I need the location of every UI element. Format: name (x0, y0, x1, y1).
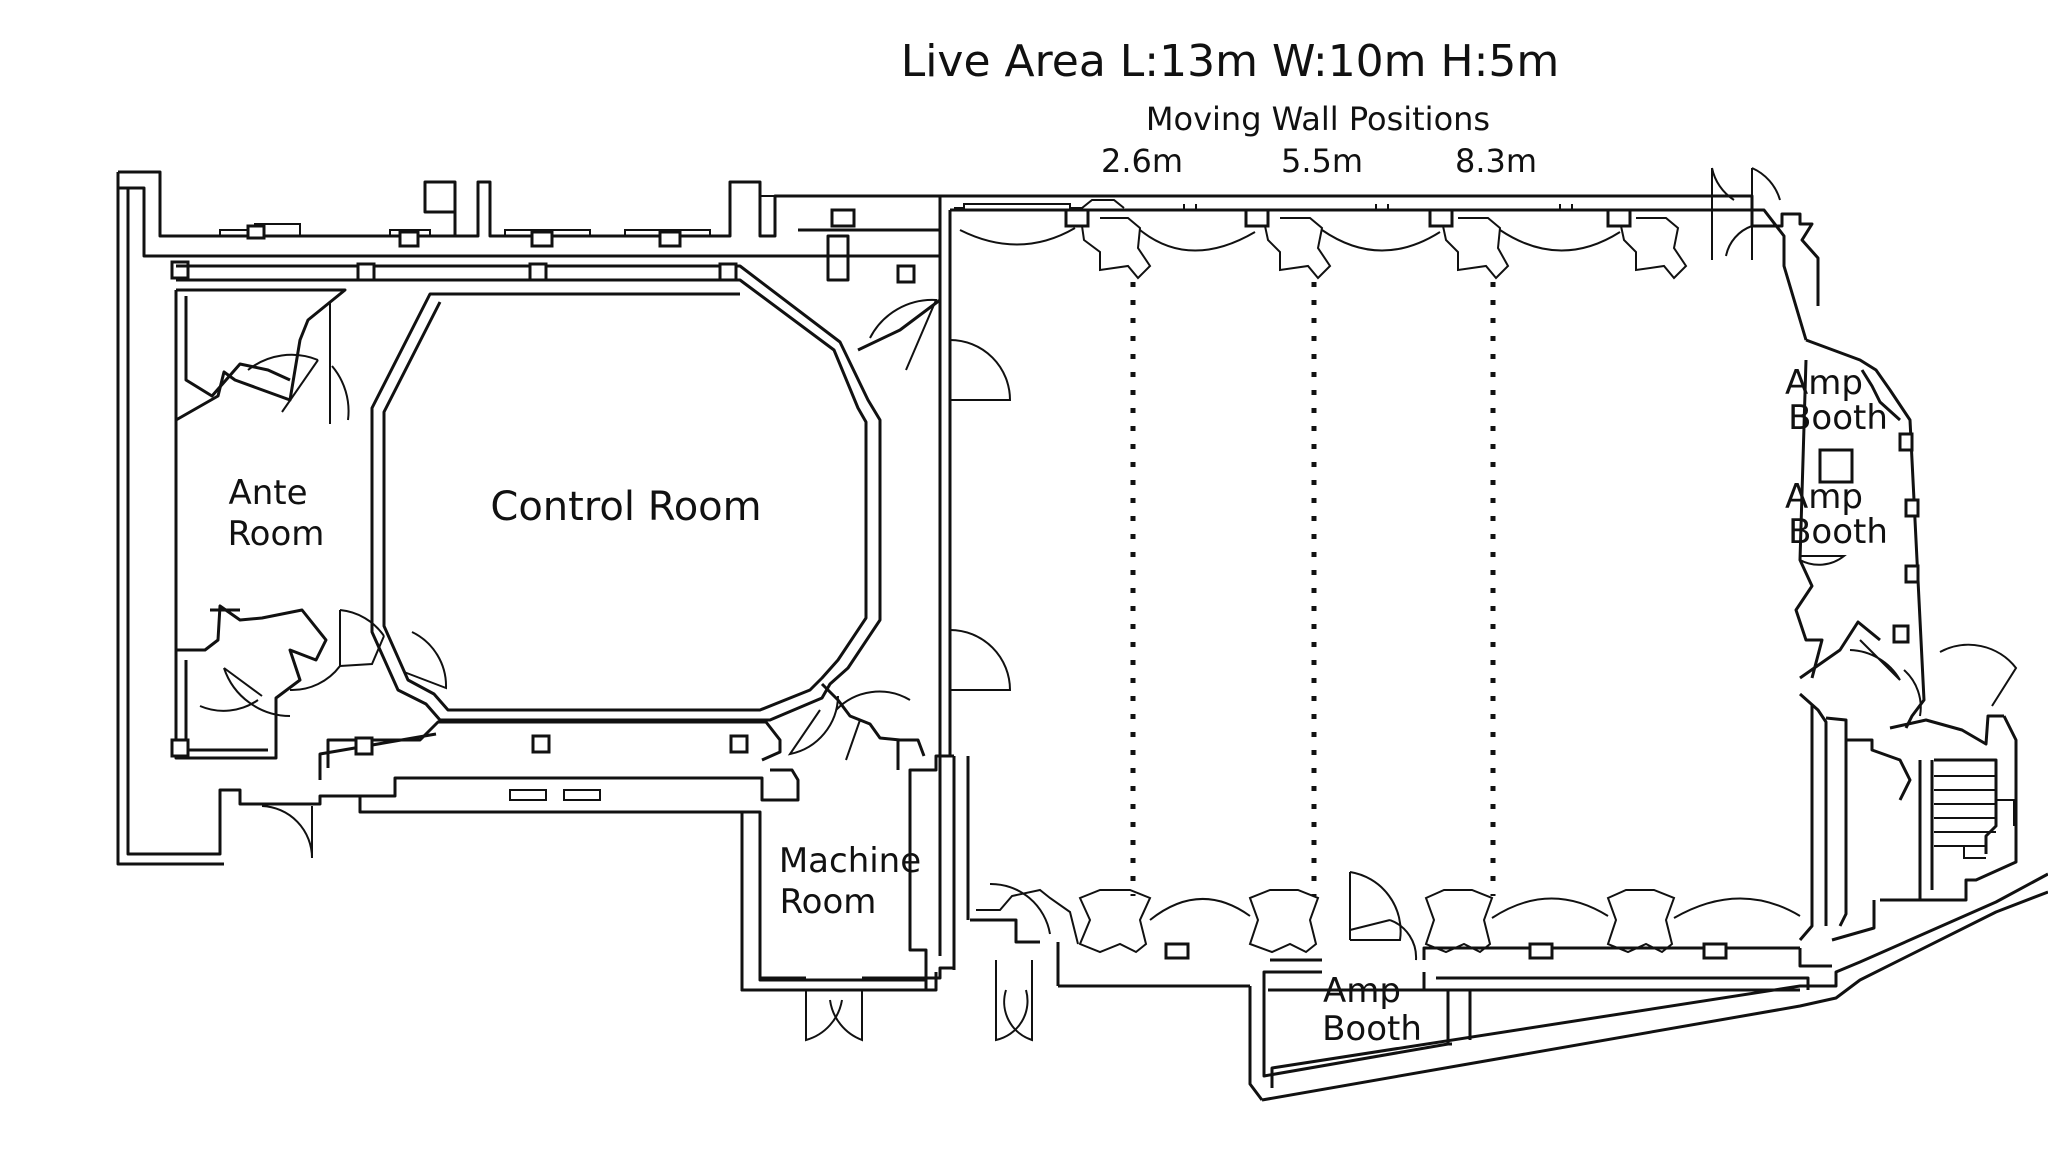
corridor-walls (798, 196, 942, 757)
wall-position-1-label: 2.6m (1101, 142, 1183, 180)
control-room-label: Control Room (490, 484, 761, 530)
left-top-window-bays (219, 195, 775, 248)
machine-room-label-line1: Machine (779, 841, 921, 881)
amp-booth-middle-label-line2: Booth (1788, 512, 1888, 552)
live-area-bottom-bays (976, 888, 1801, 960)
amp-booth-bottom-label-line2: Booth (1322, 1009, 1422, 1049)
right-side-walls (1698, 194, 2018, 942)
amp-booth-upper-label-line1: Amp (1785, 363, 1863, 403)
live-area-top-bays (830, 199, 1688, 280)
live-area-walls (938, 194, 1832, 992)
wall-position-2-label: 5.5m (1281, 142, 1363, 180)
bottom-right-boundary (1248, 872, 2048, 1102)
machine-room-label-line2: Room (780, 882, 877, 922)
live-area-title: Live Area L:13m W:10m H:5m (901, 36, 1560, 87)
ante-room-label-line1: Ante (228, 473, 307, 513)
moving-wall-lines (1130, 282, 1496, 896)
door-swings (199, 167, 2018, 1042)
ante-room-label-line2: Room (228, 514, 325, 554)
control-room-walls (176, 262, 882, 780)
machine-room-walls (740, 740, 954, 992)
amp-booth-middle-label-line1: Amp (1785, 477, 1863, 517)
ante-room-walls (170, 260, 347, 760)
moving-wall-heading: Moving Wall Positions (1146, 100, 1490, 138)
wall-position-3-label: 8.3m (1455, 142, 1537, 180)
